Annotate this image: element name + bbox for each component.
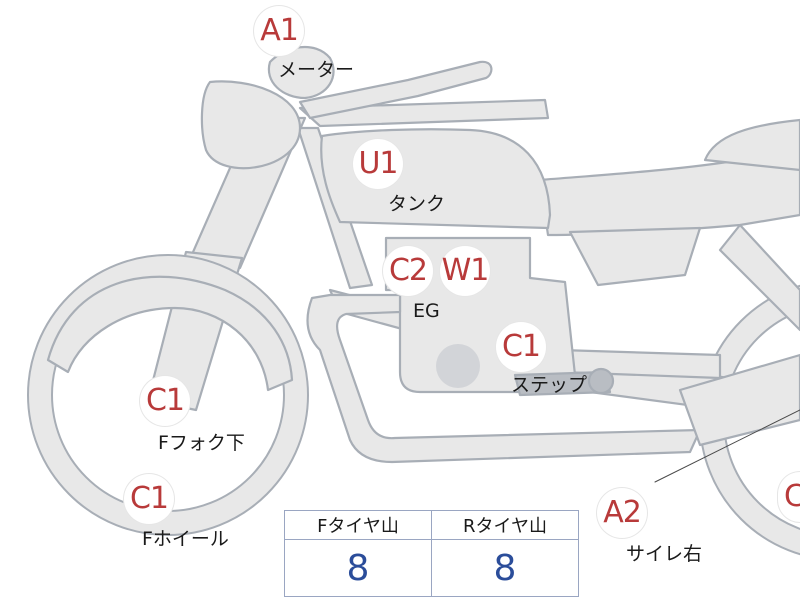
marker-engine-right: W1 xyxy=(440,246,490,296)
marker-meter: A1 xyxy=(254,6,304,56)
label-step: ステップ xyxy=(511,374,588,396)
mirror-line xyxy=(654,409,800,483)
header-front-tire: Fタイヤ山 xyxy=(284,510,432,540)
front-fender xyxy=(46,275,294,392)
marker-rear-partial: C xyxy=(778,472,800,522)
header-rear-tire: Rタイヤ山 xyxy=(431,510,579,540)
marker-step: C1 xyxy=(496,322,546,372)
marker-fork-lower: C1 xyxy=(140,376,190,426)
label-tank: タンク xyxy=(388,193,446,215)
label-fork-lower: Fフォク下 xyxy=(158,432,245,454)
engine-cover xyxy=(436,344,480,388)
marker-front-wheel: C1 xyxy=(124,474,174,524)
marker-engine-left: C2 xyxy=(383,246,433,296)
value-rear-tire: 8 xyxy=(431,539,579,597)
meter-body xyxy=(267,45,335,100)
value-front-tire: 8 xyxy=(284,539,432,597)
label-front-wheel: Fホイール xyxy=(142,528,229,550)
label-mirror-right: サイレ右 xyxy=(626,543,703,565)
headlight xyxy=(200,80,302,170)
label-meter: メーター xyxy=(278,59,355,81)
footpeg xyxy=(513,370,612,397)
handlebar xyxy=(298,60,493,120)
side-cover xyxy=(568,226,702,287)
tire-tread-table: Fタイヤ山 Rタイヤ山 8 8 xyxy=(284,510,579,597)
marker-tank: U1 xyxy=(353,139,403,189)
exhaust-muffler xyxy=(678,353,800,447)
label-engine: EG xyxy=(413,300,440,322)
rear-frame xyxy=(718,223,800,332)
exhaust-pipe xyxy=(306,293,702,464)
rear-cowl xyxy=(703,118,800,172)
marker-mirror-right: A2 xyxy=(597,488,647,538)
